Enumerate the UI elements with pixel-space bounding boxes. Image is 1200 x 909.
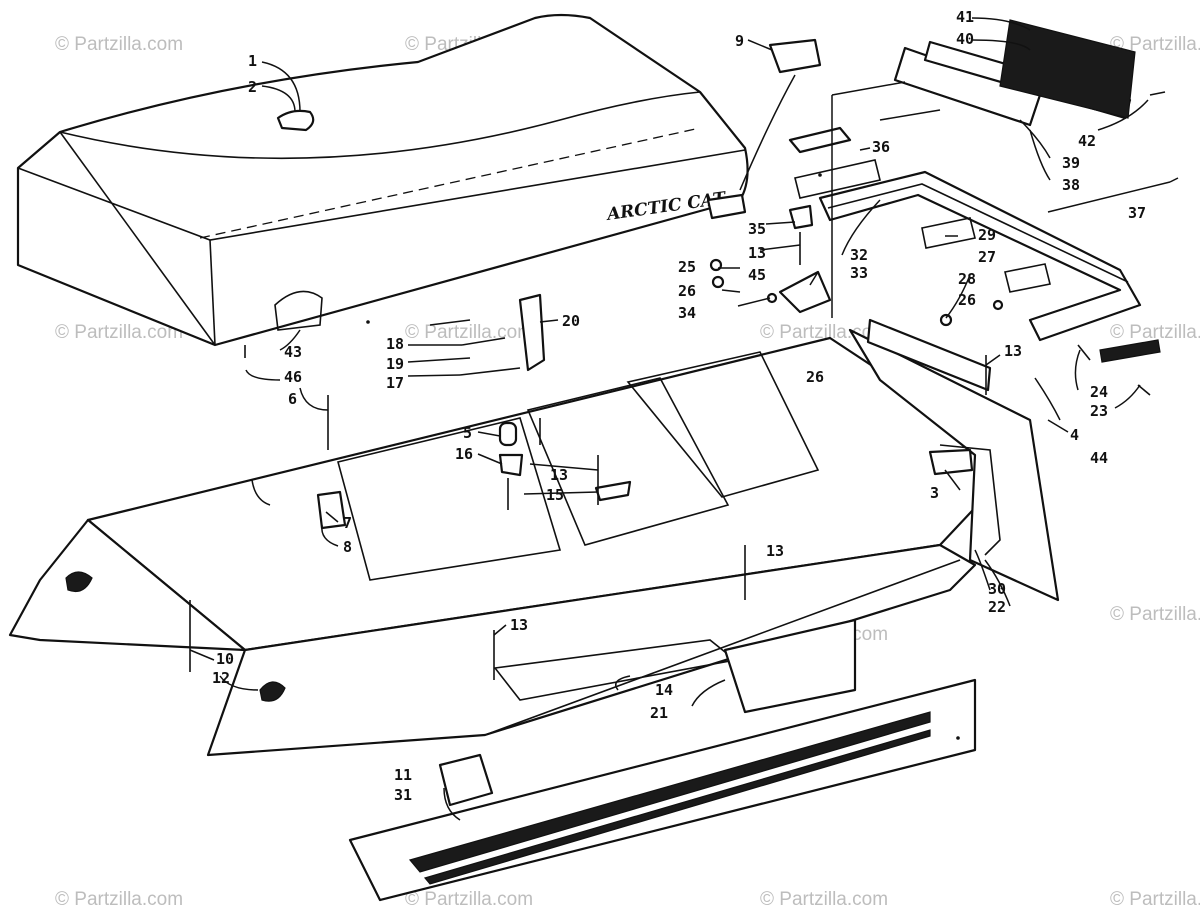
callout-34: 34 <box>678 304 696 322</box>
watermark: © Partzilla.com <box>1110 889 1200 909</box>
callout-7: 7 <box>343 514 352 532</box>
callout-13b: 13 <box>1004 342 1022 360</box>
callout-38: 38 <box>1062 176 1080 194</box>
callout-5: 5 <box>463 424 472 442</box>
callout-18: 18 <box>386 335 404 353</box>
callout-14: 14 <box>655 681 673 699</box>
callout-32: 32 <box>850 246 868 264</box>
callout-6: 6 <box>288 390 297 408</box>
callout-10: 10 <box>216 650 234 668</box>
callout-45: 45 <box>748 266 766 284</box>
side-stripe <box>348 678 977 902</box>
callout-21: 21 <box>650 704 668 722</box>
callout-17: 17 <box>386 374 404 392</box>
fasteners <box>189 91 1166 680</box>
callout-23: 23 <box>1090 402 1108 420</box>
callout-22: 22 <box>988 598 1006 616</box>
watermark: © Partzilla.com <box>405 322 533 343</box>
callout-2: 2 <box>248 78 257 96</box>
seat-cushion: ARCTIC CAT <box>16 13 749 347</box>
watermark: © Partzilla.com <box>760 889 888 909</box>
callout-36: 36 <box>872 138 890 156</box>
watermark: © Partzilla.com <box>1110 322 1200 343</box>
callout-42: 42 <box>1078 132 1096 150</box>
callout-25: 25 <box>678 258 696 276</box>
callout-29: 29 <box>978 226 996 244</box>
callout-1: 1 <box>248 52 257 70</box>
tunnel-body <box>8 336 1020 807</box>
watermark: © Partzilla.com <box>55 889 183 909</box>
callout-30: 30 <box>988 580 1006 598</box>
callout-12: 12 <box>212 669 230 687</box>
callout-35: 35 <box>748 220 766 238</box>
watermark: © Partzilla.com <box>1110 34 1200 55</box>
callout-20: 20 <box>562 312 580 330</box>
callout-33: 33 <box>850 264 868 282</box>
callout-4: 4 <box>1070 426 1079 444</box>
watermark: © Partzilla.com <box>55 34 183 55</box>
callout-3: 3 <box>930 484 939 502</box>
callout-27: 27 <box>978 248 996 266</box>
leader-lines <box>189 17 1149 821</box>
callout-26b: 26 <box>958 291 976 309</box>
decals <box>794 159 1161 392</box>
callout-8: 8 <box>343 538 352 556</box>
callout-40: 40 <box>956 30 974 48</box>
callout-41: 41 <box>956 8 974 26</box>
callout-13c: 13 <box>550 466 568 484</box>
callout-16: 16 <box>455 445 473 463</box>
callout-24: 24 <box>1090 383 1108 401</box>
watermark: © Partzilla.com <box>55 322 183 343</box>
callout-31: 31 <box>394 786 412 804</box>
callout-26a: 26 <box>678 282 696 300</box>
callout-19: 19 <box>386 355 404 373</box>
dots <box>366 173 960 740</box>
callout-labels: 1 2 3 4 5 6 7 8 9 10 11 12 13 13 13 13 1… <box>212 8 1146 804</box>
callout-39: 39 <box>1062 154 1080 172</box>
callout-15: 15 <box>546 486 564 504</box>
tail-light <box>788 19 1136 154</box>
reference-lines <box>739 74 1179 318</box>
callout-9: 9 <box>735 32 744 50</box>
callout-37: 37 <box>1128 204 1146 222</box>
callout-13e: 13 <box>510 616 528 634</box>
callout-28: 28 <box>958 270 976 288</box>
callout-44: 44 <box>1090 449 1108 467</box>
callout-46: 46 <box>284 368 302 386</box>
callout-26c: 26 <box>806 368 824 386</box>
callout-43: 43 <box>284 343 302 361</box>
watermark: © Partzilla.com <box>405 889 533 909</box>
callout-13a: 13 <box>748 244 766 262</box>
callout-13d: 13 <box>766 542 784 560</box>
watermark: © Partzilla.com <box>1110 604 1200 625</box>
callout-11: 11 <box>394 766 412 784</box>
rear-flap <box>848 328 1060 602</box>
